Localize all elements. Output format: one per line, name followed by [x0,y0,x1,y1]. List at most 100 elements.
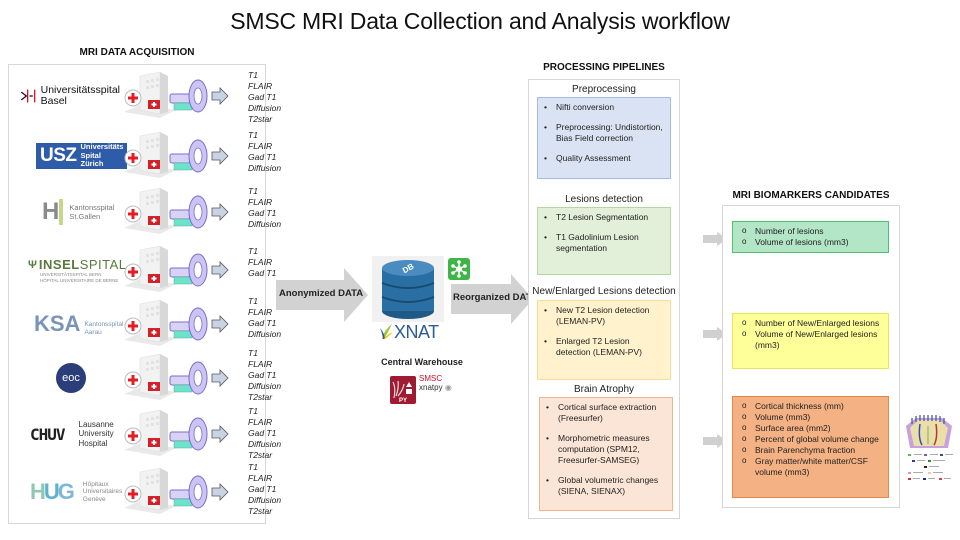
pipeline-item: Global volumetric changes (SIENA, SIENAX… [544,475,666,497]
logo-text: Lausanne [78,419,114,429]
logo-text: Universitaires [82,488,123,496]
mri-sequence: Diffusion [248,495,282,505]
lesion-biomarkers-box: Number of lesions Volume of lesions (mm3… [732,221,889,253]
pipeline-item: Cortical surface extraction (Freesurfer) [544,402,666,424]
xnatpy-icon: PY [390,376,416,404]
biomarker-item: Gray matter/white matter/CSF volume (mm3… [739,455,882,478]
pipeline-item: Morphometric measures computation (SPM12… [544,433,666,466]
cortical-layers-illustration [902,412,956,488]
logo-text: University [78,429,114,439]
biomarker-item: Number of lesions [739,225,882,237]
logo-text: INSEL [38,257,80,272]
logo-text: Universitätsspital [40,84,120,96]
mri-sequence: T1 [248,296,258,306]
pipeline-item: New T2 Lesion detection (LEMAN-PV) [542,305,664,327]
central-warehouse-label: Central Warehouse [381,357,463,367]
mri-sequence: Gad T1 [248,152,277,162]
hospital-mri-scanner-icon [120,466,230,518]
new-enlarged-biomarkers-box: Number of New/Enlarged lesions Volume of… [732,313,889,369]
mri-sequence: T1 [248,70,258,80]
logo-text: CHUV [30,424,66,444]
new-enlarged-title: New/Enlarged Lesions detection [532,286,676,297]
logo-text: St.Gallen [69,212,101,221]
pipeline-item: Quality Assessment [542,153,664,164]
mri-sequence: Gad T1 [248,318,277,328]
biomarker-item: Volume (mm3) [739,411,882,423]
logo-text: Kantonsspital [69,203,115,212]
xnat-leaf-icon [380,324,393,339]
xnatpy-icon-text: PY [399,398,407,404]
mri-sequence: FLAIR [248,359,273,369]
database-icon: DB [372,256,444,322]
xnatpy-name: xnatpy ◉ [419,383,452,392]
logo-text: eoc [62,372,80,384]
hospital-mri-scanner-icon [120,244,230,296]
mri-sequence: T2star [248,506,273,516]
hospital-mri-scanner-icon [120,186,230,238]
pipeline-item: T1 Gadolinium Lesion segmentation [542,232,664,254]
mri-sequence: FLAIR [248,257,273,267]
preprocessing-box: Nifti conversion Preprocessing: Undistor… [537,97,671,179]
mri-sequence: T2star [248,450,273,460]
pipeline-item: Preprocessing: Undistortion, Bias Field … [542,122,664,144]
mri-sequence: T2star [248,114,273,124]
mri-sequence: Gad T1 [248,428,277,438]
logo-text: H [42,198,60,225]
acquisition-heading: MRI DATA ACQUISITION [79,47,195,58]
logo-text: Spital Zürich [80,150,104,169]
mri-sequence: T1 [248,246,258,256]
biomarkers-heading: MRI BIOMARKERS CANDIDATES [732,190,890,201]
mri-sequence: FLAIR [248,141,273,151]
brain-atrophy-box: Cortical surface extraction (Freesurfer)… [539,397,673,511]
logo-text: HÔPITAL UNIVERSITAIRE DE BERNE [40,277,119,283]
anonymized-data-arrow: Anonymized DATA [276,268,368,322]
logo-text: USZ [40,145,77,166]
pipelines-heading: PROCESSING PIPELINES [543,62,665,73]
biomarker-item: Number of New/Enlarged lesions [739,317,882,329]
mri-sequence: FLAIR [248,197,273,207]
mri-sequence: Gad T1 [248,268,277,278]
biomarker-item: Brain Parenchyma fraction [739,444,882,456]
logo-text: Kantonsspital [84,321,124,328]
mri-sequence: FLAIR [248,417,273,427]
mri-sequence: Gad T1 [248,370,277,380]
reorganized-data-label: Reorganized DATA [453,292,538,303]
hospital-mri-scanner-icon [120,352,230,404]
pipeline-item: Enlarged T2 Lesion detection (LEMAN-PV) [542,336,664,358]
brain-atrophy-title: Brain Atrophy [573,384,635,395]
basel-logo-icon [20,89,36,103]
lesions-detection-title: Lesions detection [565,194,643,205]
mri-sequence: Diffusion [248,219,282,229]
logo-text: Universitäts [80,142,124,152]
hospital-mri-scanner-icon [120,130,230,182]
logo-icon: Ψ [28,258,37,271]
pipeline-item: Nifti conversion [542,102,664,113]
network-icon [448,258,470,280]
mri-sequence: Diffusion [248,163,282,173]
logo-text: Hospital [78,438,108,448]
hospital-mri-scanner-icon [120,408,230,460]
mri-sequence: FLAIR [248,473,273,483]
biomarker-item: Percent of global volume change [739,433,882,445]
logo-text: SPITAL [79,257,127,272]
logo-text: Aarau [84,329,102,336]
anonymized-data-label: Anonymized DATA [279,288,364,299]
biomarker-item: Surface area (mm2) [739,422,882,434]
hospital-mri-scanner-icon [120,70,230,122]
mri-sequence: Gad T1 [248,92,277,102]
